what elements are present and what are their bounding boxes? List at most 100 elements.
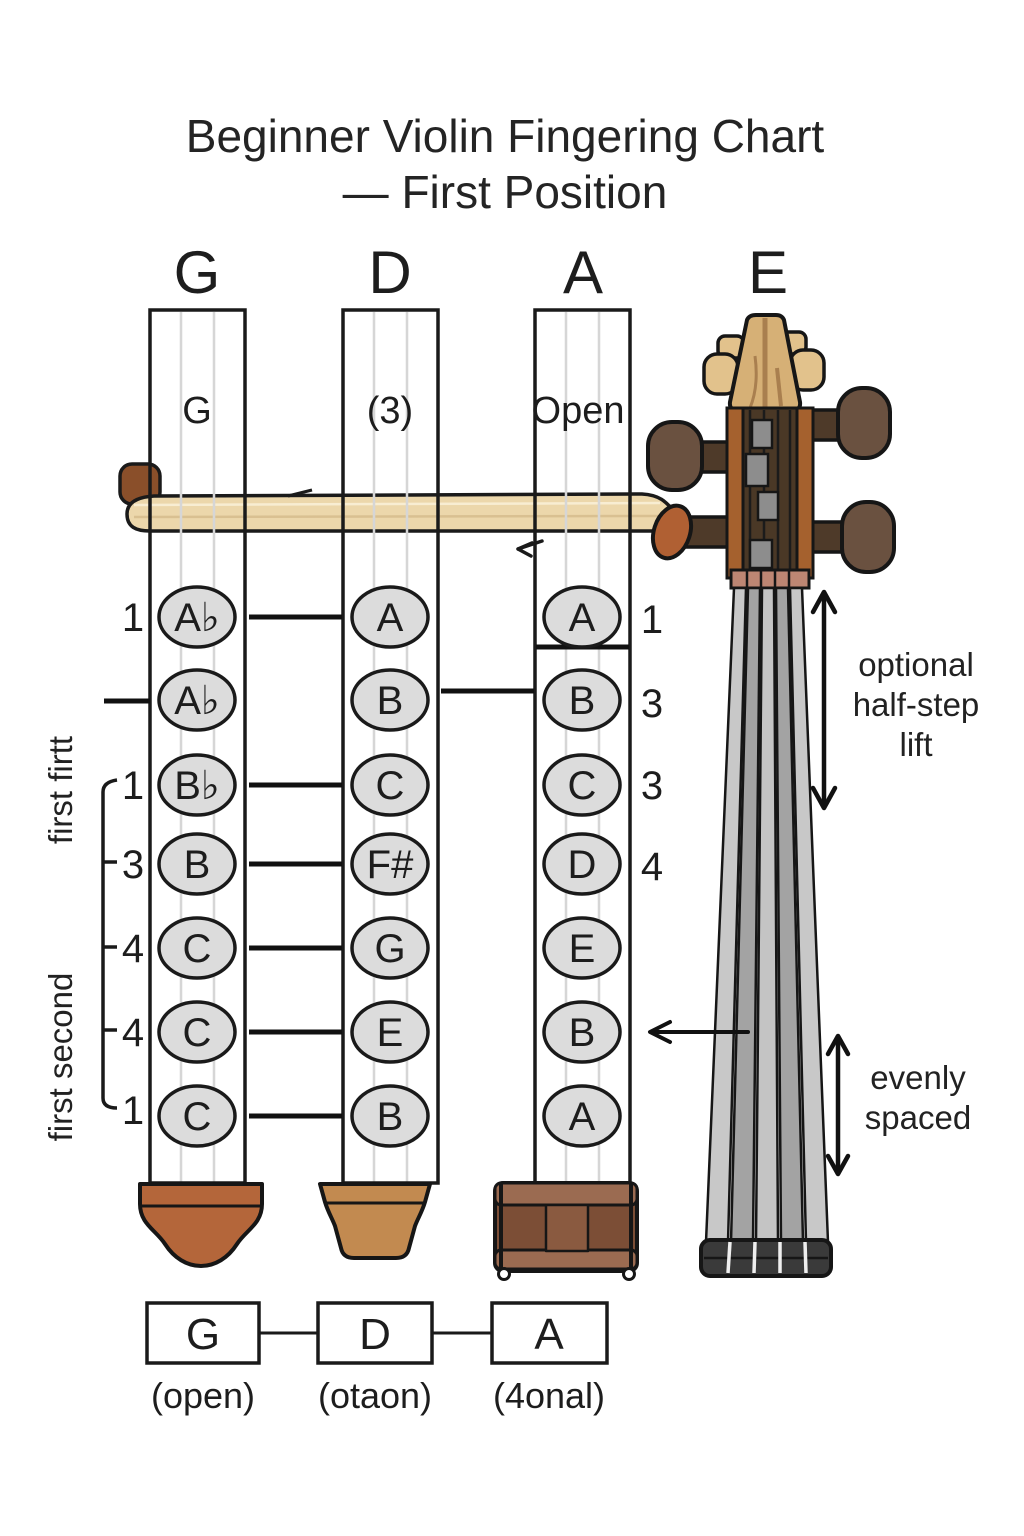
string-windings [744,418,780,570]
note-ovals [157,585,622,1148]
legend-box-d [316,1301,434,1365]
legend-sublabel: (open) [151,1375,255,1416]
note-oval [157,585,237,649]
finger-number-left: 1 [122,596,144,640]
note-oval [542,753,622,817]
note-label: G [374,927,405,971]
note-label: C [568,764,597,808]
a-foot-top-band [493,1181,639,1207]
note-oval [157,1000,237,1064]
small-left-arrow [516,539,544,558]
finger-numbers: 1 1 3 4 4 1 1 3 3 4 [122,596,663,1133]
bracket-outline [101,778,118,1110]
nut-dividers [745,570,791,588]
violin-illustration [646,313,896,1278]
end-block-slits [726,1241,808,1274]
finger-number-right: 3 [641,682,663,726]
evenly-spaced-label: spaced [865,1099,971,1136]
note-oval [350,753,430,817]
note-oval [542,1000,622,1064]
pegbox-rail-left [725,406,745,580]
legend-letter: G [186,1310,220,1359]
pegbox-rail-right [795,406,815,580]
legend-letter: D [359,1310,391,1359]
note-label: B [569,679,596,723]
neck-seam-dark [133,514,669,519]
a-foot-wheel [622,1267,636,1281]
half-step-label: optional [858,646,974,683]
note-label: C [376,764,405,808]
legend-box-a [490,1301,609,1365]
half-step-label: half-step [853,686,980,723]
finger-number-right: 4 [641,845,663,889]
finger-number-left: 3 [122,843,144,887]
note-label: C [183,1011,212,1055]
a-foot-center-panel [544,1203,590,1253]
annotation-arrows [648,589,851,1177]
g-column-label: G [182,390,212,432]
legend-sublabel: (4onal) [493,1375,605,1416]
note-label: E [377,1011,404,1055]
scroll-streak [775,367,783,407]
note-oval [350,916,430,980]
fingerboard [704,586,830,1244]
note-oval [157,916,237,980]
note-oval [542,668,622,732]
note-label: A [569,1095,596,1139]
page-subtitle: — First Position [343,166,668,218]
note-label: C [183,1095,212,1139]
note-oval [542,1084,622,1148]
neck-junction-knob [650,503,694,561]
page-title: Beginner Violin Fingering Chart [186,110,825,162]
arrowhead-down [810,785,838,811]
a-foot-bottom-band [493,1248,639,1271]
legend-letter: A [534,1310,564,1359]
peg-knob [836,386,892,460]
peg-knob [840,500,896,574]
arrowhead-up [810,589,838,615]
note-label: B [569,1011,596,1055]
note-label: B [377,679,404,723]
note-oval [350,668,430,732]
note-label: B [377,1095,404,1139]
note-label: C [183,927,212,971]
left-bracket [101,778,118,1110]
note-label: F# [367,843,414,887]
legend: G D A (open) (otaon) (4onal) [145,1301,609,1416]
note-label: A [377,596,404,640]
note-label: E [569,927,596,971]
header-e: E [748,239,788,306]
note-oval [350,585,430,649]
note-label: A♭ [174,679,220,723]
finger-number-left: 1 [122,764,144,808]
neck-bar [125,492,694,533]
arrowhead-up [825,1033,851,1057]
note-oval [542,585,622,649]
note-oval [542,916,622,980]
legend-box-g [145,1301,261,1365]
arrowhead-down [825,1153,851,1177]
note-label: A [569,596,596,640]
note-oval [350,832,430,896]
note-oval [157,832,237,896]
note-label: D [568,843,597,887]
note-oval [542,832,622,896]
d-column-label: (3) [367,390,413,432]
note-oval [157,668,237,732]
note-oval [350,1084,430,1148]
header-a: A [563,239,603,306]
note-label: A♭ [174,596,220,640]
nut [729,568,811,590]
header-d: D [368,239,411,306]
peg-knob [646,420,704,492]
header-g: G [174,239,221,306]
side-label-upper: first firtt [42,736,79,844]
legend-sublabel: (otaon) [318,1375,432,1416]
finger-number-left: 1 [122,1089,144,1133]
a-column-label: Open [532,390,625,432]
finger-number-left: 4 [122,1011,144,1055]
arrowhead-left [648,1020,672,1044]
finger-number-right: 1 [641,598,663,642]
note-oval [157,753,237,817]
